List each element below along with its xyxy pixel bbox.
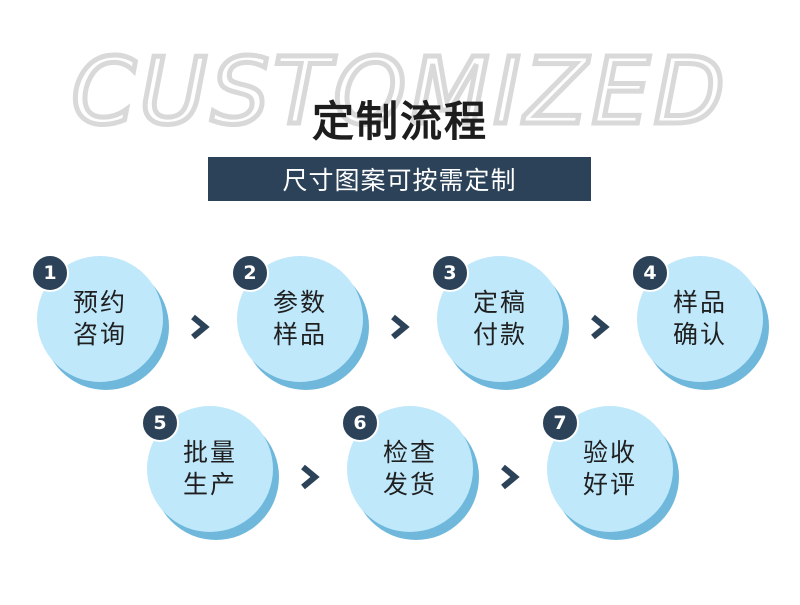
step-number-badge: 2 — [231, 254, 269, 292]
step-label-line2: 样品 — [272, 320, 327, 349]
chevron-right-icon — [591, 314, 610, 340]
step-7: 验收 好评 7 — [541, 404, 679, 540]
step-label-line1: 检查 — [382, 438, 437, 467]
step-label-line2: 确认 — [672, 320, 727, 349]
subtitle-banner: 尺寸图案可按需定制 — [208, 157, 591, 201]
step-6: 检查 发货 6 — [341, 404, 479, 540]
chevron-right-icon — [301, 464, 320, 490]
watermark-text: CUSTOMIZED — [71, 45, 728, 145]
chevron-right-icon — [501, 464, 520, 490]
step-number-badge: 7 — [541, 404, 579, 442]
step-label-line2: 付款 — [472, 320, 527, 349]
step-label-line2: 生产 — [182, 470, 237, 499]
step-label-line1: 样品 — [672, 288, 727, 317]
step-label-line1: 定稿 — [472, 288, 527, 317]
chevron-right-icon — [191, 314, 210, 340]
step-number-badge: 5 — [141, 404, 179, 442]
step-label-line2: 好评 — [582, 470, 637, 499]
step-number-badge: 6 — [341, 404, 379, 442]
step-2: 参数 样品 2 — [231, 254, 369, 390]
step-label-line2: 发货 — [382, 470, 437, 499]
step-3: 定稿 付款 3 — [431, 254, 569, 390]
step-1: 预约 咨询 1 — [31, 254, 169, 390]
step-number-badge: 3 — [431, 254, 469, 292]
subtitle-text: 尺寸图案可按需定制 — [282, 166, 517, 195]
step-label-line1: 预约 — [72, 288, 127, 317]
step-label-line1: 批量 — [182, 438, 237, 467]
step-number-badge: 1 — [31, 254, 69, 292]
step-number-badge: 4 — [631, 254, 669, 292]
step-label-line2: 咨询 — [72, 320, 127, 349]
chevron-right-icon — [391, 314, 410, 340]
watermark: CUSTOMIZED — [69, 45, 728, 145]
step-4: 样品 确认 4 — [631, 254, 769, 390]
step-label-line1: 参数 — [272, 288, 327, 317]
page-title: 定制流程 — [311, 97, 488, 146]
step-label-line1: 验收 — [582, 438, 637, 467]
step-5: 批量 生产 5 — [141, 404, 279, 540]
